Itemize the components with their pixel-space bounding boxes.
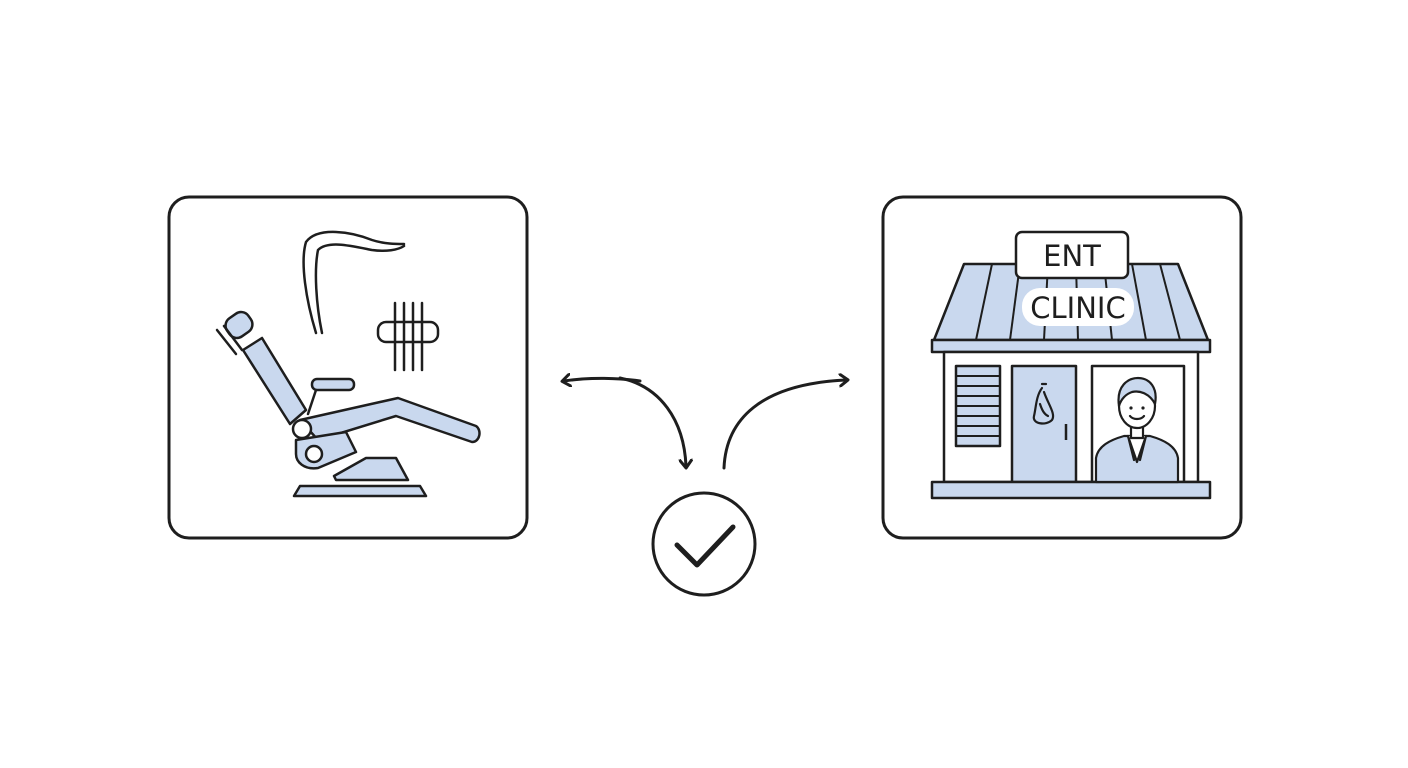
dental-panel bbox=[167, 195, 529, 540]
arrow-to-dental bbox=[564, 378, 642, 381]
dental-instrument-icon bbox=[302, 230, 406, 335]
tooth-grid-icon bbox=[376, 301, 440, 372]
sign-clinic-board bbox=[1022, 288, 1134, 326]
receptionist-icon bbox=[1094, 376, 1180, 484]
dental-panel-frame bbox=[167, 195, 529, 540]
arrow-to-clinic bbox=[722, 380, 846, 470]
checkmark-circle-icon bbox=[651, 491, 757, 597]
clinic-panel: ENT CLINIC bbox=[881, 195, 1243, 540]
flow-arrows bbox=[564, 376, 846, 470]
sign-ent-board bbox=[1014, 230, 1130, 280]
clinic-signboard: ENT CLINIC bbox=[1014, 230, 1134, 326]
ear-nose-icon bbox=[1032, 382, 1055, 425]
arrow-to-check bbox=[618, 376, 686, 466]
sign-ent-text: ENT bbox=[1043, 239, 1101, 273]
dental-chair-icon bbox=[215, 310, 481, 498]
sign-clinic-text: CLINIC bbox=[1030, 291, 1125, 325]
